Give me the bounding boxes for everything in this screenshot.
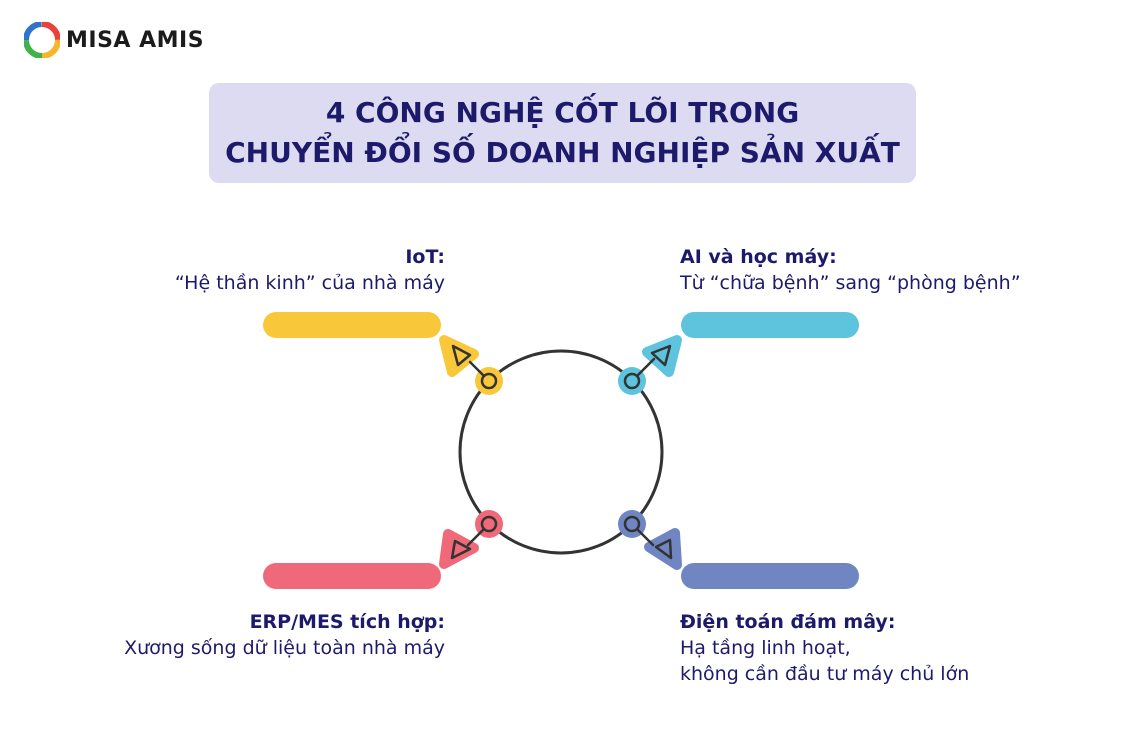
label-ai-heading: AI và học máy: (680, 246, 837, 268)
bar-iot (263, 312, 441, 338)
label-ai: AI và học máy: Từ “chữa bệnh” sang “phòn… (680, 244, 1021, 296)
arrow-cloud (644, 528, 682, 570)
brand-name: MISA AMIS (66, 27, 205, 53)
label-ai-desc: Từ “chữa bệnh” sang “phòng bệnh” (680, 272, 1021, 294)
node-ring-cloud (623, 515, 641, 533)
label-cloud-desc-2: không cần đầu tư máy chủ lớn (680, 663, 970, 685)
connector-erp (466, 528, 485, 547)
label-erp-heading: ERP/MES tích hợp: (249, 611, 445, 633)
label-erp-desc: Xương sống dữ liệu toàn nhà máy (124, 637, 445, 659)
node-ring-ai (623, 372, 641, 390)
brand-logo: MISA AMIS (24, 22, 204, 58)
bar-cloud (681, 563, 859, 589)
bar-erp (263, 563, 441, 589)
arrow-outline-iot (451, 344, 472, 367)
bar-ai (681, 312, 859, 338)
connector-iot (468, 360, 485, 377)
label-cloud-heading: Điện toán đám mây: (680, 611, 896, 633)
misa-logo-icon (24, 22, 60, 58)
arrow-outline-cloud (654, 538, 673, 560)
title-box: 4 CÔNG NGHỆ CỐT LÕI TRONG CHUYỂN ĐỔI SỐ … (209, 83, 916, 183)
label-erp: ERP/MES tích hợp: Xương sống dữ liệu toà… (124, 609, 445, 661)
center-circle (458, 349, 664, 555)
arrow-ai (642, 335, 682, 377)
arrow-iot (439, 335, 479, 377)
node-ring-erp (480, 515, 498, 533)
label-iot-desc: “Hệ thần kinh” của nhà máy (174, 272, 445, 294)
arrow-outline-ai (650, 344, 672, 367)
label-iot: IoT: “Hệ thần kinh” của nhà máy (175, 244, 445, 296)
connector-cloud (636, 528, 655, 547)
connector-ai (636, 357, 656, 377)
label-cloud-desc-1: Hạ tầng linh hoạt, (680, 637, 851, 659)
title-line-2: CHUYỂN ĐỔI SỐ DOANH NGHIỆP SẢN XUẤT (225, 136, 900, 169)
label-iot-heading: IoT: (405, 246, 445, 268)
title-line-1: 4 CÔNG NGHỆ CỐT LÕI TRONG (325, 96, 800, 129)
label-cloud: Điện toán đám mây: Hạ tầng linh hoạt, kh… (680, 609, 969, 687)
arrow-outline-erp (450, 539, 472, 560)
node-ring-iot (480, 372, 498, 390)
